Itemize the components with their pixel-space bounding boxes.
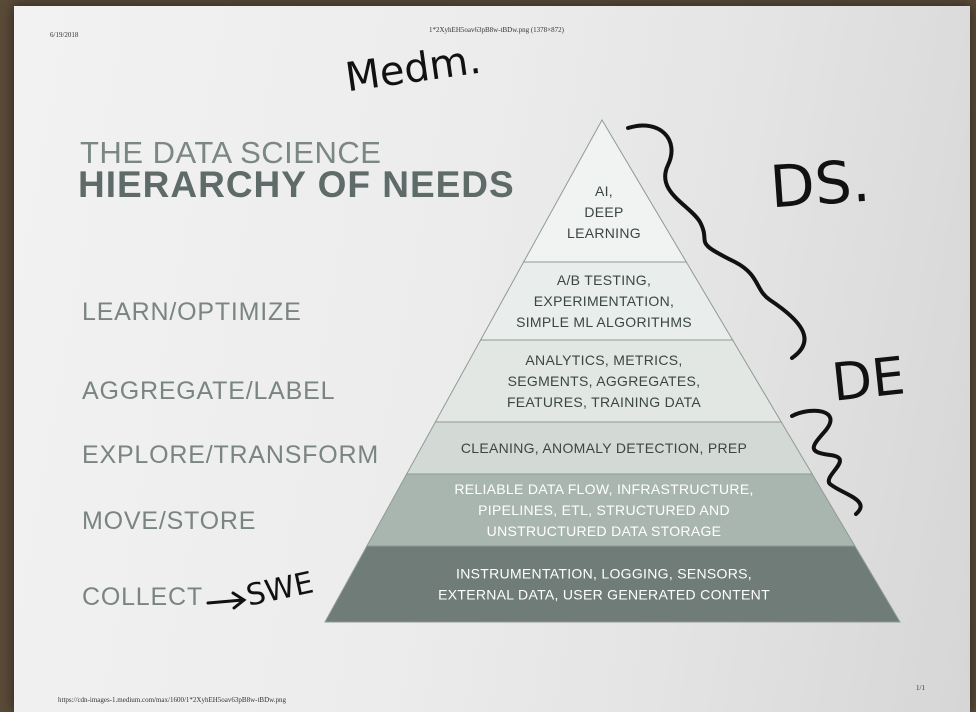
tier-data-flow-text: UNSTRUCTURED DATA STORAGE [487,523,722,539]
print-image-name: 1*2XyhEH5oav63pB8w-tBDw.png (1378×872) [429,26,564,34]
tier-cleaning-text: CLEANING, ANOMALY DETECTION, PREP [461,440,747,456]
print-footer-url: https://cdn-images-1.medium.com/max/1600… [58,696,286,704]
ds-bracket [626,123,807,360]
handwritten-ds-label: DS. [767,146,873,222]
tier-ab-testing-text: EXPERIMENTATION, [534,293,674,309]
tier-instrumentation-text: EXTERNAL DATA, USER GENERATED CONTENT [438,587,770,603]
de-bracket [790,408,863,516]
pyramid-tiers: AI, DEEP LEARNING A/B TESTING, EXPERIMENTATI… [324,118,901,623]
tier-analytics-text: SEGMENTS, AGGREGATES, [508,373,701,389]
tier-analytics-text: FEATURES, TRAINING DATA [507,394,701,410]
level-learn-optimize: LEARN/OPTIMIZE [82,298,302,326]
title-line-2: HIERARCHY OF NEEDS [78,164,515,205]
level-aggregate-label: AGGREGATE/LABEL [82,377,336,405]
print-date: 6/19/2018 [50,31,79,39]
title-line-1: THE DATA SCIENCE [80,135,382,170]
tier-instrumentation-text: INSTRUMENTATION, LOGGING, SENSORS, [456,566,752,582]
tier-ab-testing-text: A/B TESTING, [557,272,651,288]
level-explore-transform: EXPLORE/TRANSFORM [82,441,379,469]
swe-arrow [206,591,247,610]
tier-analytics-text: ANALYTICS, METRICS, [525,352,682,368]
level-move-store: MOVE/STORE [82,507,257,535]
print-page-number: 1/1 [916,684,925,692]
tier-ai-text: AI, [595,183,613,199]
handwritten-de-label: DE [829,346,908,414]
tier-ai-text: LEARNING [567,225,641,241]
tier-instrumentation [324,545,901,623]
tier-ai-text: DEEP [584,204,623,220]
tier-ab-testing-text: SIMPLE ML ALGORITHMS [516,314,692,330]
tier-data-flow-text: RELIABLE DATA FLOW, INFRASTRUCTURE, [454,481,753,497]
tier-data-flow-text: PIPELINES, ETL, STRUCTURED AND [478,502,730,518]
level-collect: COLLECT [82,583,203,611]
